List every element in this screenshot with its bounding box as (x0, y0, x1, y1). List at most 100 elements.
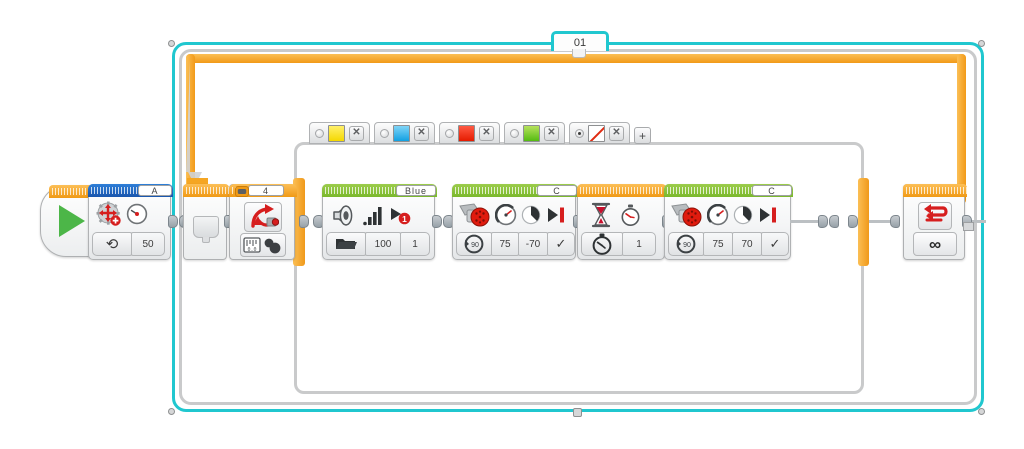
play-icon (59, 205, 85, 237)
switch-port[interactable]: 4 (248, 185, 284, 196)
case-tab-blue[interactable]: ✕ (374, 122, 435, 144)
sound-play-type-value[interactable]: 1 (400, 232, 430, 256)
add-case-button[interactable]: + (634, 127, 651, 144)
header-texture (906, 187, 967, 194)
mode-wait-time-button[interactable] (581, 232, 623, 256)
case-tab-yellow[interactable]: ✕ (309, 122, 370, 144)
selection-handle-top-right[interactable] (978, 40, 985, 47)
switch-out-plug[interactable] (299, 215, 309, 228)
case-radio-blue[interactable] (380, 128, 389, 138)
mode-on-for-degrees-button[interactable]: 90 (668, 232, 704, 256)
loop-rail-left (186, 54, 195, 204)
sound-block[interactable]: Blue (322, 184, 437, 260)
case-tab-no-color[interactable]: ✕ (569, 122, 630, 144)
switch-block[interactable]: 4 (229, 184, 297, 260)
switch-arrow-icon (244, 202, 282, 232)
large-motor-1-port[interactable]: C (537, 185, 577, 196)
header-texture (580, 187, 667, 194)
wait-block[interactable]: 1 (577, 184, 667, 260)
selection-handle-top-left[interactable] (168, 40, 175, 47)
timer-icon (592, 233, 612, 255)
selection-handle-bottom-center[interactable] (573, 408, 582, 417)
large-motor-1-header: C (452, 184, 578, 197)
large-motor-1-degrees-value[interactable]: -70 (518, 232, 548, 256)
case-close-green[interactable]: ✕ (544, 125, 559, 141)
case-radio-no-color[interactable] (575, 128, 584, 138)
file-browse-button[interactable] (326, 232, 366, 256)
loop-rail-right (957, 54, 966, 204)
stopwatch-icon (620, 204, 641, 227)
large-motor-2-header: C (664, 184, 793, 197)
wait-seconds-value[interactable]: 1 (622, 232, 656, 256)
loop-rail-top (186, 54, 966, 63)
speaker-icon (331, 203, 358, 228)
svg-text:0.0: 0.0 (247, 247, 256, 253)
large-motor-block-1[interactable]: C (452, 184, 578, 260)
loop-end-in-plug[interactable] (890, 215, 900, 228)
sound-out-plug[interactable] (432, 215, 442, 228)
loop-start-block[interactable] (183, 184, 229, 260)
large-motor-2-port[interactable]: C (752, 185, 792, 196)
sound-volume-value[interactable]: 100 (365, 232, 401, 256)
large-motor-block-2[interactable]: C (664, 184, 793, 260)
medium-motor-out-plug[interactable] (168, 215, 178, 228)
switch-case-tabs[interactable]: ✕ ✕ ✕ ✕ ✕ + (309, 122, 651, 144)
medium-motor-header: A (88, 184, 173, 197)
mode-on-for-degrees-button[interactable]: 90 (456, 232, 492, 256)
case-tab-red[interactable]: ✕ (439, 122, 500, 144)
color-swatch-no-color (588, 124, 605, 142)
svg-text:90: 90 (683, 242, 691, 249)
color-swatch-red (458, 124, 475, 142)
speed-gauge-icon (495, 204, 517, 226)
loop-name-tab (572, 49, 586, 58)
loop-mode-infinite-button[interactable]: ∞ (913, 232, 957, 256)
loop-start-header (183, 184, 229, 197)
header-texture (186, 187, 229, 194)
case-radio-green[interactable] (510, 128, 519, 138)
medium-motor-port[interactable]: A (138, 185, 172, 196)
case-radio-yellow[interactable] (315, 128, 324, 138)
port-chip-icon (235, 186, 249, 197)
degrees-icon: 90 (464, 234, 484, 254)
wire-segment (972, 220, 986, 223)
rotation-arc-icon (520, 204, 542, 226)
loop-end-block[interactable]: ∞ (903, 184, 967, 260)
wire-segment (866, 220, 892, 223)
large-motor-2-brake-value[interactable]: ✓ (761, 232, 789, 256)
case-radio-red[interactable] (445, 128, 454, 138)
mode-on-for-rotations-button[interactable]: ⟲ (92, 232, 132, 256)
large-motor-2-degrees-value[interactable]: 70 (732, 232, 762, 256)
case-close-no-color[interactable]: ✕ (609, 125, 624, 141)
large-motor-1-power-value[interactable]: 75 (491, 232, 519, 256)
brake-icon (545, 204, 567, 226)
case-close-red[interactable]: ✕ (479, 125, 494, 141)
play-once-icon: 1 (389, 204, 412, 226)
header-texture (667, 187, 752, 194)
loop-end-header (903, 184, 967, 197)
case-close-yellow[interactable]: ✕ (349, 125, 364, 141)
sound-file-name[interactable]: Blue (396, 185, 436, 196)
wire-segment (790, 220, 820, 223)
switch-right-rail (858, 178, 869, 266)
loop-name-label[interactable]: 01 (551, 31, 609, 51)
medium-motor-power-value[interactable]: 50 (131, 232, 165, 256)
selection-handle-bottom-right[interactable] (978, 408, 985, 415)
switch-merge-out-plug[interactable] (848, 215, 858, 228)
case-tab-green[interactable]: ✕ (504, 122, 565, 144)
sound-header: Blue (322, 184, 437, 197)
large-motor-1-brake-value[interactable]: ✓ (547, 232, 575, 256)
medium-motor-block[interactable]: A (88, 184, 173, 260)
folder-icon (336, 239, 357, 249)
speed-gauge-icon (126, 203, 148, 225)
header-texture (455, 187, 537, 194)
header-texture (325, 187, 396, 194)
large-motor-2-out-plug[interactable] (818, 215, 828, 228)
large-motor-2-power-value[interactable]: 75 (703, 232, 733, 256)
hourglass-icon (590, 202, 612, 228)
motor-gear-icon (96, 201, 122, 227)
case-close-blue[interactable]: ✕ (414, 125, 429, 141)
loop-entry-arrow-icon (186, 60, 208, 190)
switch-merge-in-plug[interactable] (829, 215, 839, 228)
selection-handle-bottom-left[interactable] (168, 408, 175, 415)
